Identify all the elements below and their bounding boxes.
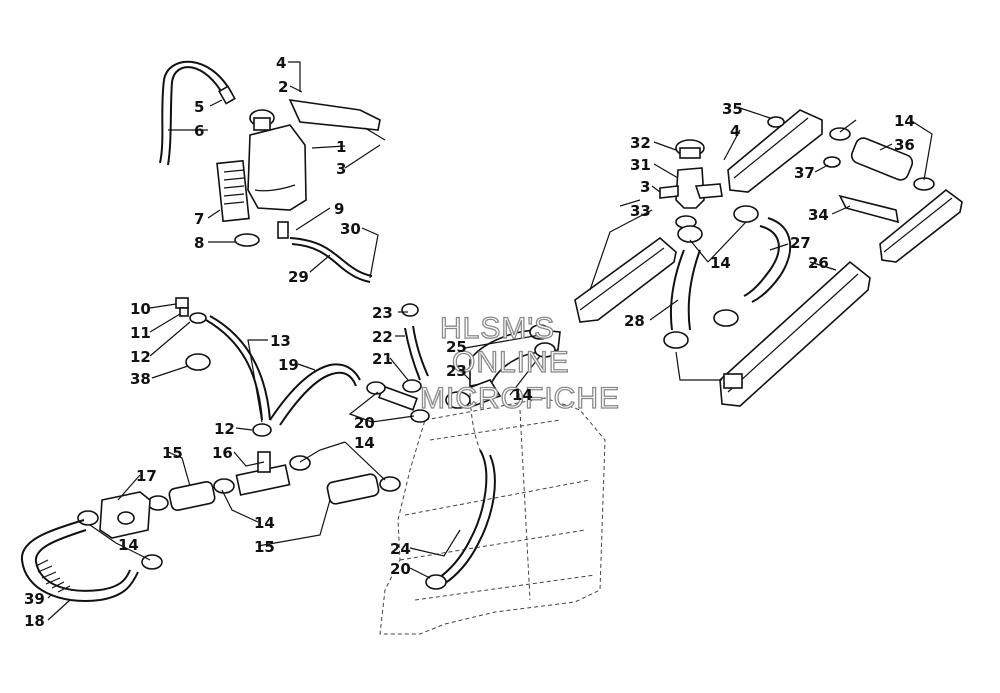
coolant-reservoir-assembly bbox=[159, 60, 386, 283]
callout-36: 36 bbox=[894, 136, 915, 154]
callout-30: 30 bbox=[340, 220, 361, 238]
callout-23b: 23 bbox=[446, 362, 467, 380]
callout-21: 21 bbox=[372, 350, 393, 368]
watermark: HLSM'S ONLINE MICROFICHE bbox=[419, 311, 620, 415]
overflow-hose bbox=[167, 66, 226, 166]
callout-32: 32 bbox=[630, 134, 651, 152]
callout-39: 39 bbox=[24, 590, 45, 608]
drain-hose bbox=[289, 237, 373, 277]
callout-26: 26 bbox=[808, 254, 829, 272]
heat-exchanger-upper bbox=[727, 109, 823, 193]
heat-exchanger-right bbox=[879, 188, 963, 263]
radiator-hose-28 bbox=[669, 249, 685, 331]
callout-11: 11 bbox=[130, 324, 151, 342]
callout-3: 3 bbox=[336, 160, 346, 178]
bypass-hose bbox=[404, 327, 421, 381]
callout-4b: 4 bbox=[730, 122, 740, 140]
engine-outlet-elbow bbox=[469, 329, 561, 387]
bleeder-hose bbox=[205, 319, 263, 421]
lower-hose bbox=[20, 519, 139, 602]
frame-panel bbox=[379, 397, 606, 635]
upper-hose bbox=[269, 363, 361, 421]
callout-37: 37 bbox=[794, 164, 815, 182]
filler-neck bbox=[675, 167, 705, 209]
decal bbox=[216, 159, 250, 223]
callout-24: 24 bbox=[390, 540, 411, 558]
callout-3b: 3 bbox=[640, 178, 650, 196]
o-ring bbox=[185, 353, 211, 371]
center-outlet-assembly bbox=[445, 324, 561, 451]
right-cooler-assembly bbox=[574, 107, 963, 407]
watermark-line-1: HLSM'S bbox=[440, 312, 555, 345]
callout-7: 7 bbox=[194, 210, 204, 228]
callout-25: 25 bbox=[446, 338, 467, 356]
callout-28: 28 bbox=[624, 312, 645, 330]
callout-6: 6 bbox=[194, 122, 204, 140]
callout-35: 35 bbox=[722, 100, 743, 118]
callout-14f: 14 bbox=[894, 112, 915, 130]
callout-1: 1 bbox=[336, 138, 346, 156]
callout-16: 16 bbox=[212, 444, 233, 462]
callout-34: 34 bbox=[808, 206, 829, 224]
callout-9: 9 bbox=[334, 200, 344, 218]
callout-15: 15 bbox=[162, 444, 183, 462]
callout-22: 22 bbox=[372, 328, 393, 346]
callout-14d: 14 bbox=[512, 386, 533, 404]
callout-27: 27 bbox=[790, 234, 811, 252]
callout-14c: 14 bbox=[354, 434, 375, 452]
callout-5: 5 bbox=[194, 98, 204, 116]
radiator-hose-27 bbox=[743, 225, 780, 297]
callout-4: 4 bbox=[276, 54, 286, 72]
callout-23: 23 bbox=[372, 304, 393, 322]
watermark-line-2: ONLINE bbox=[452, 346, 570, 379]
heat-exchanger-left bbox=[574, 236, 677, 323]
callout-8: 8 bbox=[194, 234, 204, 252]
callout-14a: 14 bbox=[118, 536, 139, 554]
callout-31: 31 bbox=[630, 156, 651, 174]
callout-13: 13 bbox=[270, 332, 291, 350]
reservoir-bottle bbox=[247, 124, 307, 211]
callout-29: 29 bbox=[288, 268, 309, 286]
heat-exchanger-lower bbox=[719, 260, 871, 407]
callout-20: 20 bbox=[354, 414, 375, 432]
callout-19: 19 bbox=[278, 356, 299, 374]
callout-labels: 4 2 5 6 1 3 7 9 30 8 29 10 11 12 38 13 1… bbox=[24, 54, 915, 630]
callout-18: 18 bbox=[24, 612, 45, 630]
watermark-line-3: MICROFICHE bbox=[420, 382, 620, 415]
hose-coupler bbox=[168, 480, 216, 512]
drain-hose-lower bbox=[435, 449, 488, 581]
callout-2: 2 bbox=[278, 78, 288, 96]
callout-14e: 14 bbox=[710, 254, 731, 272]
callout-20b: 20 bbox=[390, 560, 411, 578]
callout-14b: 14 bbox=[254, 514, 275, 532]
callout-12: 12 bbox=[130, 348, 151, 366]
callout-33: 33 bbox=[630, 202, 651, 220]
callout-15b: 15 bbox=[254, 538, 275, 556]
callout-17: 17 bbox=[136, 467, 157, 485]
callout-12b: 12 bbox=[214, 420, 235, 438]
callout-38: 38 bbox=[130, 370, 151, 388]
left-hose-assembly bbox=[20, 297, 496, 621]
callout-10: 10 bbox=[130, 300, 151, 318]
